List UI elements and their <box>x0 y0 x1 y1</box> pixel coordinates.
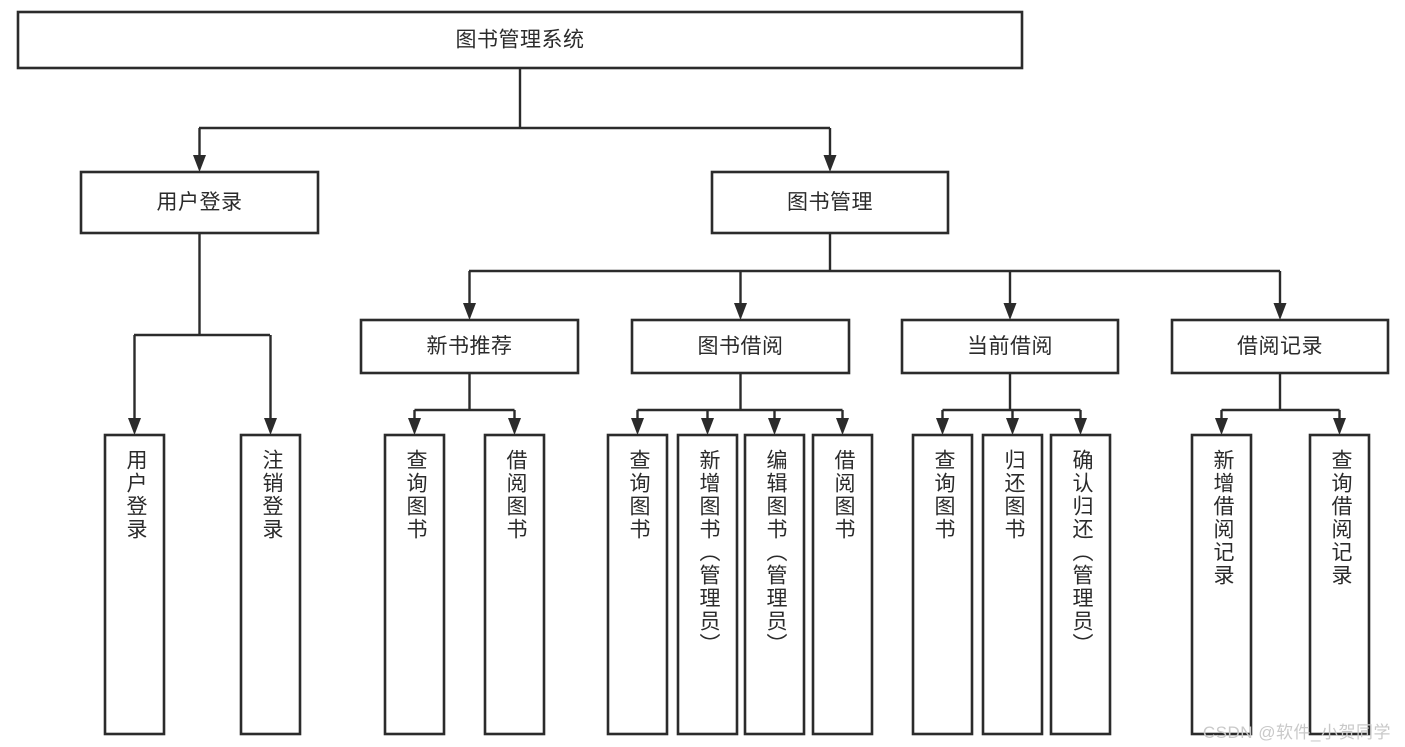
node-box-leaf-edit-book-admin[interactable] <box>743 433 806 736</box>
arrow-to-user-login <box>193 155 206 172</box>
node-box-user-login[interactable] <box>79 170 320 235</box>
csdn-watermark: CSDN @软件_小贺同学 <box>1202 723 1391 742</box>
node-label-borrow-record: 借阅记录 <box>1237 335 1323 358</box>
arrow-to-leaf-add-borrow-record <box>1215 418 1228 435</box>
node-box-leaf-query-borrow-record[interactable] <box>1308 433 1371 736</box>
arrow-to-leaf-user-logout <box>264 418 277 435</box>
arrow-to-leaf-return-book <box>1006 418 1019 435</box>
node-box-current-borrow[interactable] <box>900 318 1120 375</box>
node-box-leaf-confirm-return-admin[interactable] <box>1049 433 1112 736</box>
node-label-book-borrow: 图书借阅 <box>698 335 784 358</box>
arrow-to-leaf-borrow-book-recommend <box>508 418 521 435</box>
arrow-to-borrow-record <box>1273 303 1287 320</box>
arrow-to-leaf-query-book-borrow <box>631 418 644 435</box>
arrow-to-leaf-user-login <box>128 418 141 435</box>
node-box-leaf-add-borrow-record[interactable] <box>1190 433 1253 736</box>
node-box-leaf-return-book[interactable] <box>981 433 1044 736</box>
arrow-to-new-book-recommend <box>463 303 476 320</box>
arrow-to-current-borrow <box>1003 303 1017 320</box>
node-label-root: 图书管理系统 <box>456 29 585 52</box>
node-box-leaf-user-login[interactable] <box>103 433 166 736</box>
arrow-to-book-manage <box>823 155 837 172</box>
node-box-leaf-add-book-admin[interactable] <box>676 433 739 736</box>
arrow-to-leaf-borrow-book <box>836 418 849 435</box>
arrow-to-leaf-query-book-current <box>936 418 949 435</box>
node-label-user-login: 用户登录 <box>157 191 243 214</box>
arrow-to-leaf-edit-book-admin <box>768 418 781 435</box>
node-box-root[interactable] <box>16 10 1024 70</box>
node-label-book-manage: 图书管理 <box>787 191 873 214</box>
node-box-leaf-borrow-book[interactable] <box>811 433 874 736</box>
arrow-to-leaf-query-borrow-record <box>1333 418 1346 435</box>
node-box-new-book-recommend[interactable] <box>359 318 580 375</box>
node-box-leaf-query-book-recommend[interactable] <box>383 433 446 736</box>
arrow-to-leaf-confirm-return-admin <box>1074 418 1087 435</box>
node-box-borrow-record[interactable] <box>1170 318 1390 375</box>
node-box-leaf-user-logout[interactable] <box>239 433 302 736</box>
arrow-to-leaf-query-book-recommend <box>408 418 421 435</box>
node-box-book-manage[interactable] <box>710 170 950 235</box>
connector-layer <box>128 68 1346 435</box>
node-label-new-book-recommend: 新书推荐 <box>427 335 513 358</box>
node-box-leaf-query-book-current[interactable] <box>911 433 974 736</box>
node-box-leaf-query-book-borrow[interactable] <box>606 433 669 736</box>
arrow-to-book-borrow <box>734 303 747 320</box>
node-box-leaf-borrow-book-recommend[interactable] <box>483 433 546 736</box>
node-box-book-borrow[interactable] <box>630 318 851 375</box>
node-box-layer <box>16 10 1390 736</box>
node-label-current-borrow: 当前借阅 <box>967 335 1053 358</box>
arrow-to-leaf-add-book-admin <box>701 418 714 435</box>
